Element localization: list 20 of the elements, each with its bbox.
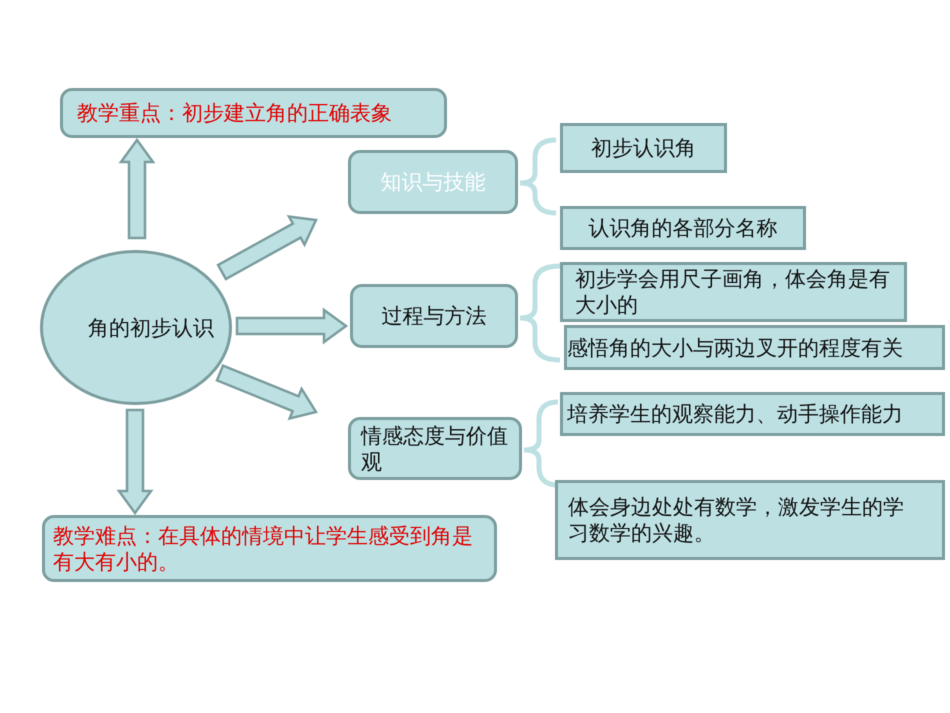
content-box: 感悟角的大小与两边叉开的程度有关: [564, 325, 945, 370]
content-box: 初步认识角: [560, 123, 727, 173]
difficulty-box: 教学难点：在具体的情境中让学生感受到角是有大有小的。: [42, 515, 497, 582]
content-box: 培养学生的观察能力、动手操作能力: [560, 392, 945, 436]
brace: [518, 264, 560, 362]
content-box: 体会身边处处有数学，激发学生的学习数学的兴趣。: [555, 480, 945, 560]
goal-box: 过程与方法: [350, 284, 518, 348]
goal-box: 情感态度与价值观: [348, 417, 522, 480]
brace: [518, 138, 556, 216]
block-arrow: [236, 308, 348, 344]
block-arrow: [116, 408, 154, 516]
block-arrow: [215, 364, 318, 420]
goal-box: 知识与技能: [348, 150, 518, 214]
block-arrow: [118, 138, 156, 240]
brace: [522, 400, 558, 488]
block-arrow: [216, 215, 318, 281]
ellipse-node: 角的初步认识: [40, 250, 232, 405]
content-box: 初步学会用尺子画角，体会角是有大小的: [560, 262, 907, 322]
key-point-box: 教学重点：初步建立角的正确表象: [60, 88, 447, 138]
content-box: 认识角的各部分名称: [560, 206, 806, 250]
